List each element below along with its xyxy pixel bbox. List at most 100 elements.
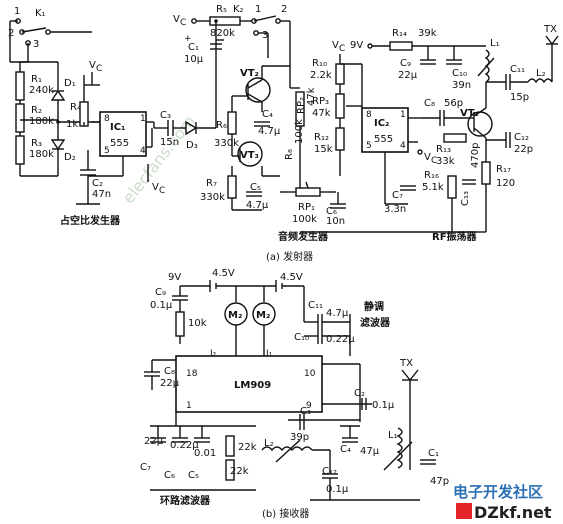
svg-text:9: 9 — [306, 401, 312, 411]
svg-text:IC₁: IC₁ — [110, 122, 125, 133]
site-watermark: 电子开发社区 DZkf.net — [453, 483, 552, 522]
svg-text:D₂: D₂ — [64, 152, 76, 163]
label-audio-generator: 音频发生器 — [278, 230, 329, 243]
svg-text:R₁₇: R₁₇ — [496, 164, 511, 175]
svg-text:D₃: D₃ — [186, 140, 198, 151]
output-c11-l2-tx: C₁₁ 15p L₂ TX — [486, 24, 559, 103]
capacitor-c3-diode-d3: C₃ 15n D₃ — [153, 110, 216, 151]
svg-text:15p: 15p — [510, 92, 529, 103]
svg-text:V: V — [89, 60, 96, 71]
svg-text:3: 3 — [262, 30, 268, 41]
svg-text:RP₁: RP₁ — [298, 202, 315, 213]
svg-text:47k: 47k — [312, 108, 331, 119]
svg-text:100k: 100k — [292, 214, 317, 225]
motor-m2-a: M₂ — [224, 286, 248, 350]
svg-text:C₉: C₉ — [400, 58, 411, 69]
svg-text:R₂: R₂ — [31, 105, 42, 116]
svg-text:15k: 15k — [314, 144, 333, 155]
svg-text:R₁₀: R₁₀ — [312, 58, 327, 69]
svg-text:R₁₄: R₁₄ — [392, 28, 407, 39]
svg-text:10n: 10n — [326, 216, 345, 227]
svg-text:5: 5 — [366, 141, 372, 151]
svg-text:0.1μ: 0.1μ — [372, 400, 395, 411]
cap-c8-res-r13: C₈ 56p R₁₃ 33k — [422, 98, 468, 167]
svg-text:1: 1 — [186, 401, 192, 411]
svg-text:4.7μ: 4.7μ — [246, 200, 269, 211]
svg-text:555: 555 — [110, 138, 129, 149]
svg-text:C₁: C₁ — [428, 448, 439, 459]
svg-text:10μ: 10μ — [184, 54, 204, 65]
svg-text:0.1μ: 0.1μ — [150, 300, 173, 311]
svg-text:LM909: LM909 — [234, 380, 271, 391]
svg-text:9V: 9V — [350, 40, 363, 51]
svg-text:2.2k: 2.2k — [310, 70, 332, 81]
transistor-vt1: VT₁ — [460, 82, 493, 150]
svg-text:2: 2 — [281, 4, 287, 15]
svg-text:47k: 47k — [306, 87, 317, 106]
svg-text:4.5V: 4.5V — [212, 268, 235, 279]
svg-text:C₈: C₈ — [164, 366, 175, 377]
motor-m2-b: M₂ — [252, 286, 276, 356]
svg-text:39n: 39n — [452, 80, 471, 91]
svg-text:33k: 33k — [436, 156, 455, 167]
svg-text:C₁: C₁ — [188, 42, 199, 53]
svg-text:555: 555 — [374, 134, 393, 145]
resistor-r4: R₄ 1k V C — [66, 60, 102, 130]
svg-text:R₃: R₃ — [31, 138, 42, 149]
svg-text:C₉: C₉ — [155, 287, 166, 298]
svg-text:39p: 39p — [290, 432, 309, 443]
svg-text:K₁: K₁ — [35, 8, 46, 19]
svg-text:4.7μ: 4.7μ — [326, 308, 349, 319]
svg-text:L₁: L₁ — [490, 38, 500, 49]
switch-k1: 1 K₁ 2 3 — [8, 6, 92, 62]
svg-text:10: 10 — [304, 369, 316, 379]
transmitter-diagram: 1 K₁ 2 3 R₁ 240k R₂ 180k — [8, 4, 559, 263]
svg-text:15n: 15n — [160, 137, 179, 148]
svg-text:VT₃: VT₃ — [240, 150, 259, 161]
svg-text:4: 4 — [140, 146, 146, 156]
svg-text:5: 5 — [104, 146, 110, 156]
svg-text:C₁₂: C₁₂ — [514, 132, 529, 143]
svg-text:1: 1 — [140, 114, 146, 124]
svg-text:R₄: R₄ — [70, 102, 81, 113]
svg-text:5.1k: 5.1k — [422, 182, 444, 193]
svg-text:180k: 180k — [29, 149, 54, 160]
svg-text:V: V — [152, 182, 159, 193]
svg-text:22p: 22p — [514, 144, 533, 155]
svg-text:3.3n: 3.3n — [384, 204, 406, 215]
svg-text:47n: 47n — [92, 189, 111, 200]
svg-text:4.5V: 4.5V — [280, 272, 303, 283]
svg-text:47μ: 47μ — [360, 446, 380, 457]
svg-text:1: 1 — [14, 6, 20, 17]
svg-text:M₂: M₂ — [256, 310, 270, 321]
svg-text:RP₃: RP₃ — [312, 96, 329, 107]
svg-text:330k: 330k — [200, 192, 225, 203]
svg-text:V: V — [173, 14, 180, 25]
capacitor-c1: C₁ 10μ + — [184, 34, 224, 65]
svg-text:C₇: C₇ — [140, 462, 151, 473]
svg-text:C₃: C₃ — [300, 406, 311, 417]
svg-text:IC₂: IC₂ — [374, 118, 389, 129]
svg-text:1: 1 — [255, 4, 261, 15]
svg-text:C₅: C₅ — [250, 182, 261, 193]
svg-text:TX: TX — [543, 24, 557, 35]
svg-text:VT₂: VT₂ — [240, 68, 259, 79]
svg-text:C₁₁: C₁₁ — [510, 64, 525, 75]
svg-text:C₁₀: C₁₀ — [452, 68, 467, 79]
svg-text:0.1μ: 0.1μ — [326, 484, 349, 495]
label-quiet: 静调 — [364, 300, 384, 313]
svg-text:TX: TX — [399, 358, 413, 369]
svg-text:C₁₁: C₁₁ — [308, 300, 323, 311]
pot-rp1-cap-c6: RP₁ 100k C₆ 10n — [280, 181, 346, 227]
resistor-r6-cap-c4: R₆ 330k C₄ 4.7μ — [214, 96, 281, 156]
svg-text:C₆: C₆ — [326, 206, 337, 217]
svg-text:C₁₀: C₁₀ — [294, 332, 309, 343]
resistors-r10-rp3-r12: V C 9V R₁₀ 2.2k RP₃ 47k R₁₂ 15k — [310, 40, 363, 176]
svg-text:820k: 820k — [210, 28, 235, 39]
svg-text:R₈: R₈ — [284, 149, 295, 160]
caption-transmitter: (a) 发射器 — [266, 250, 313, 263]
svg-text:C: C — [96, 64, 102, 74]
svg-text:22μ: 22μ — [398, 70, 418, 81]
svg-text:8: 8 — [366, 110, 372, 120]
svg-text:V: V — [424, 152, 431, 163]
